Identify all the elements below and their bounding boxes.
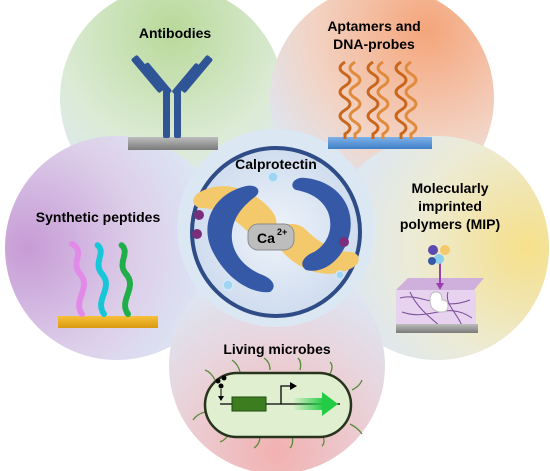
ion-charge: 2+ [277, 227, 287, 237]
antibodies-label: Antibodies [139, 25, 212, 41]
purple-molecule [192, 229, 202, 239]
small-molecule [267, 171, 279, 183]
aptamers-label-line2: DNA-probes [333, 36, 415, 52]
purple-molecule [339, 237, 349, 247]
antibody-icon [128, 55, 218, 150]
purple-molecule [194, 210, 204, 220]
mip-label-line2: imprinted [418, 198, 482, 214]
center-title: Calprotectin [235, 156, 317, 172]
mip-label-line1: Molecularly [411, 180, 488, 196]
protein-blue-left [207, 185, 274, 293]
small-molecule [335, 270, 345, 280]
imprinted-polymer-icon [396, 245, 484, 333]
calcium-ion-icon: Ca 2+ [247, 223, 295, 251]
protein-blue-right [292, 177, 351, 271]
bacterium-icon [192, 357, 363, 449]
protein-yellow-bottom [275, 224, 359, 274]
petal-peptides [5, 136, 229, 360]
center-calprotectin: Ca 2+ Calprotectin [177, 129, 375, 327]
mip-label-line3: polymers (MIP) [400, 216, 500, 232]
aptamers-label-line1: Aptamers and [327, 18, 420, 34]
small-molecule [222, 279, 234, 291]
peptide-chain-icon [58, 241, 158, 328]
microbes-label: Living microbes [223, 341, 331, 357]
dna-helix-icon [328, 60, 432, 149]
ion-symbol: Ca [257, 230, 275, 246]
peptides-label: Synthetic peptides [36, 209, 161, 225]
